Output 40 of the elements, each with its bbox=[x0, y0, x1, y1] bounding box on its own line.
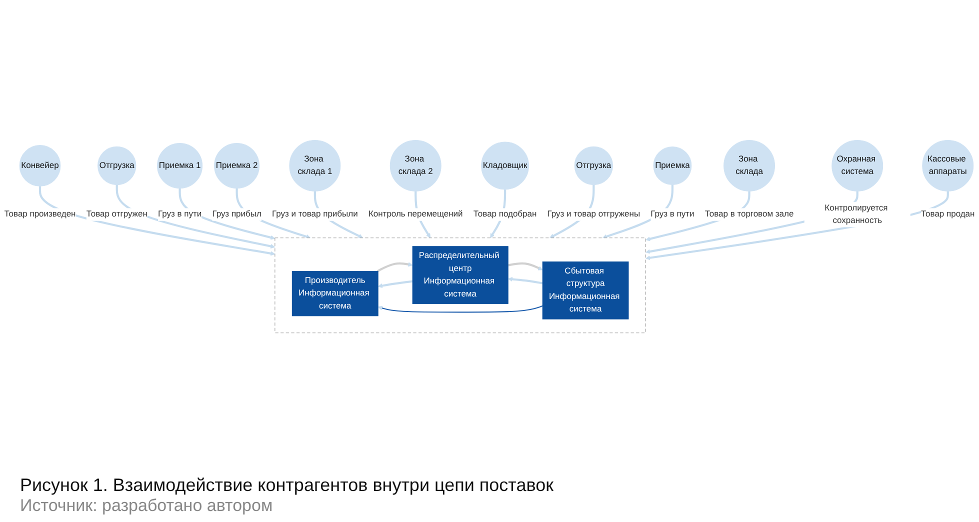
arrow bbox=[116, 184, 276, 248]
edge-label: Товар отгружен bbox=[86, 210, 148, 219]
source-note: Источник: разработано автором bbox=[20, 496, 274, 516]
edge-label: Товар подобран bbox=[473, 210, 537, 219]
edge-label: Груз в пути bbox=[158, 210, 202, 219]
node-circle: Отгрузка bbox=[98, 146, 136, 185]
node-circle: Конвейер bbox=[19, 144, 61, 186]
node-box: Производитель Информационная система bbox=[292, 270, 378, 316]
node-circle: Приемка 1 bbox=[157, 142, 203, 188]
arrow bbox=[378, 305, 543, 313]
edge-label: Груз прибыл bbox=[212, 210, 262, 219]
edge-label: Товар в торговом зале bbox=[704, 210, 794, 219]
node-circle: Кассовые аппараты bbox=[922, 140, 974, 192]
node-circle: Отгрузка bbox=[574, 146, 614, 185]
edge-label: Груз в пути bbox=[650, 210, 694, 219]
edge-label: Товар произведен bbox=[4, 210, 76, 219]
node-circle: Приемка 2 bbox=[214, 142, 260, 188]
edge-label: Груз и товар прибыли bbox=[272, 210, 358, 219]
figure-caption: Рисунок 1. Взаимодействие контрагентов внутри цепи поставок bbox=[20, 475, 554, 496]
arrow bbox=[376, 262, 413, 272]
edge-label: Контроль перемещений bbox=[368, 210, 463, 219]
arrow bbox=[378, 280, 413, 288]
node-circle: Охранная система bbox=[832, 140, 884, 192]
arrow bbox=[646, 191, 750, 242]
node-circle: Кладовщик bbox=[481, 142, 530, 190]
node-box: Сбытовая структура Информационная система bbox=[542, 261, 629, 320]
arrow bbox=[38, 186, 276, 256]
arrow bbox=[508, 276, 543, 284]
node-circle: Зона склада 2 bbox=[390, 140, 442, 192]
node-box: Распределительный центр Информационная система bbox=[412, 246, 508, 304]
cluster bbox=[274, 238, 646, 334]
node-circle: Зона склада bbox=[724, 140, 775, 192]
node-circle: Зона склада 1 bbox=[289, 140, 341, 192]
edge-label: Контролируется сохранность bbox=[824, 203, 888, 226]
arrow bbox=[508, 262, 543, 270]
edge-label: Товар продан bbox=[921, 210, 975, 219]
arrow bbox=[646, 191, 858, 254]
arrow bbox=[178, 188, 276, 240]
node-circle: Приемка bbox=[653, 146, 692, 185]
edge-label: Груз и товар отгружены bbox=[547, 210, 640, 219]
